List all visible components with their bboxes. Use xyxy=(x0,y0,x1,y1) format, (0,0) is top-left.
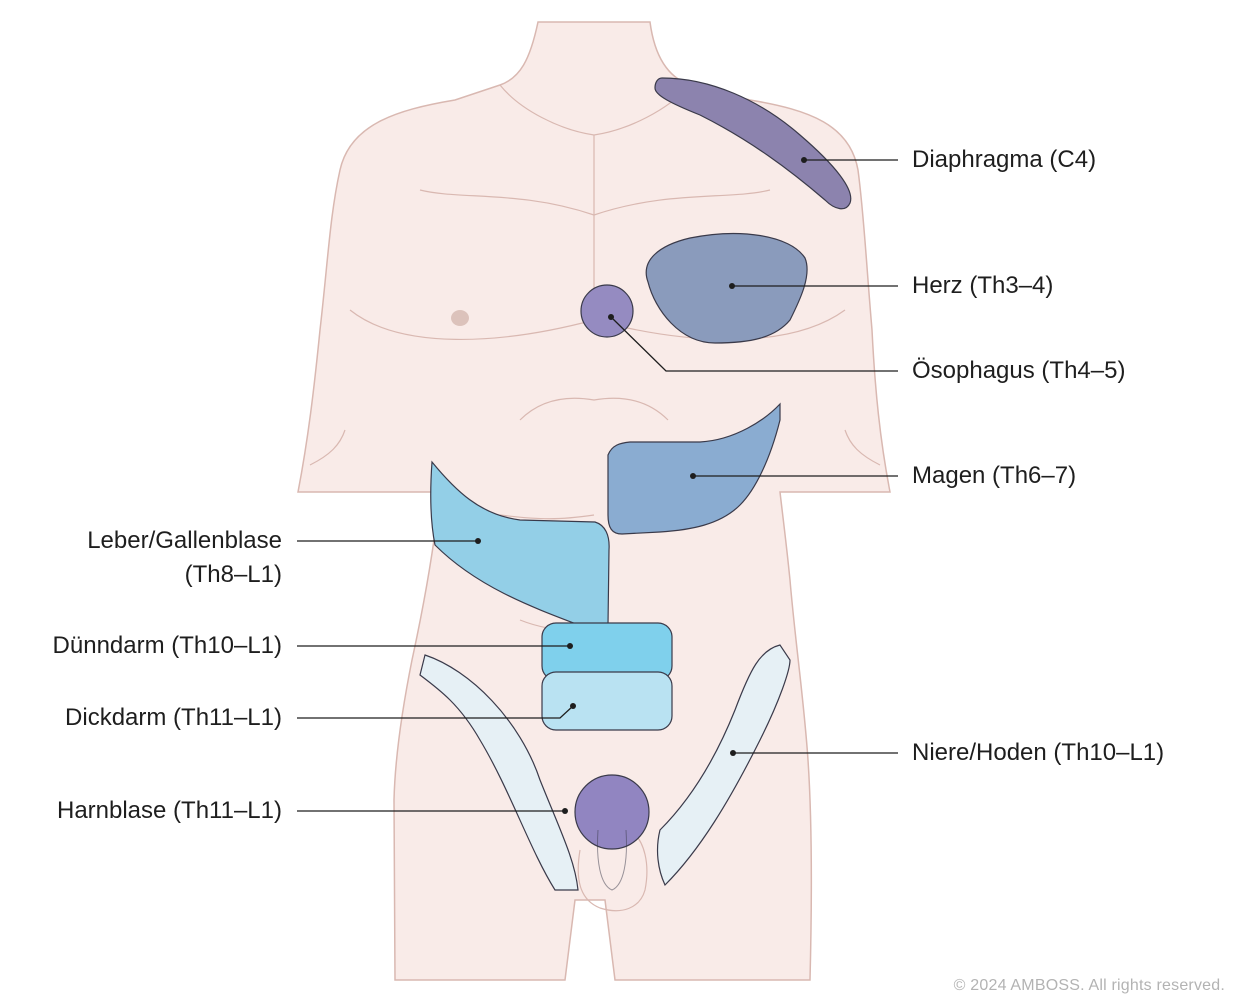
diaphragma-region xyxy=(654,77,852,210)
label-niere-hoden: Niere/Hoden (Th10–L1) xyxy=(912,739,1165,766)
leader-dots xyxy=(475,157,807,814)
label-herz: Herz (Th3–4) xyxy=(912,272,1054,299)
oesophagus-region xyxy=(580,284,634,338)
label-duenndarm: Dünndarm (Th10–L1) xyxy=(52,632,282,659)
dickdarm-region xyxy=(541,671,673,731)
nipple-left xyxy=(451,310,469,326)
label-leber-line2: (Th8–L1) xyxy=(184,561,282,588)
magen-region xyxy=(607,402,781,535)
label-diaphragma: Diaphragma (C4) xyxy=(912,146,1097,173)
label-oesophagus: Ösophagus (Th4–5) xyxy=(912,357,1126,384)
copyright-notice: © 2024 AMBOSS. All rights reserved. xyxy=(953,977,1225,994)
harnblase-region xyxy=(574,774,650,850)
label-dickdarm: Dickdarm (Th11–L1) xyxy=(65,704,282,731)
leader-lines xyxy=(297,159,898,812)
herz-region xyxy=(645,233,808,344)
penis-outline xyxy=(597,829,627,891)
label-magen: Magen (Th6–7) xyxy=(912,462,1077,489)
label-leber-line1: Leber/Gallenblase xyxy=(87,527,282,554)
label-harnblase: Harnblase (Th11–L1) xyxy=(56,797,282,824)
niere-hoden-region-right xyxy=(656,644,791,887)
